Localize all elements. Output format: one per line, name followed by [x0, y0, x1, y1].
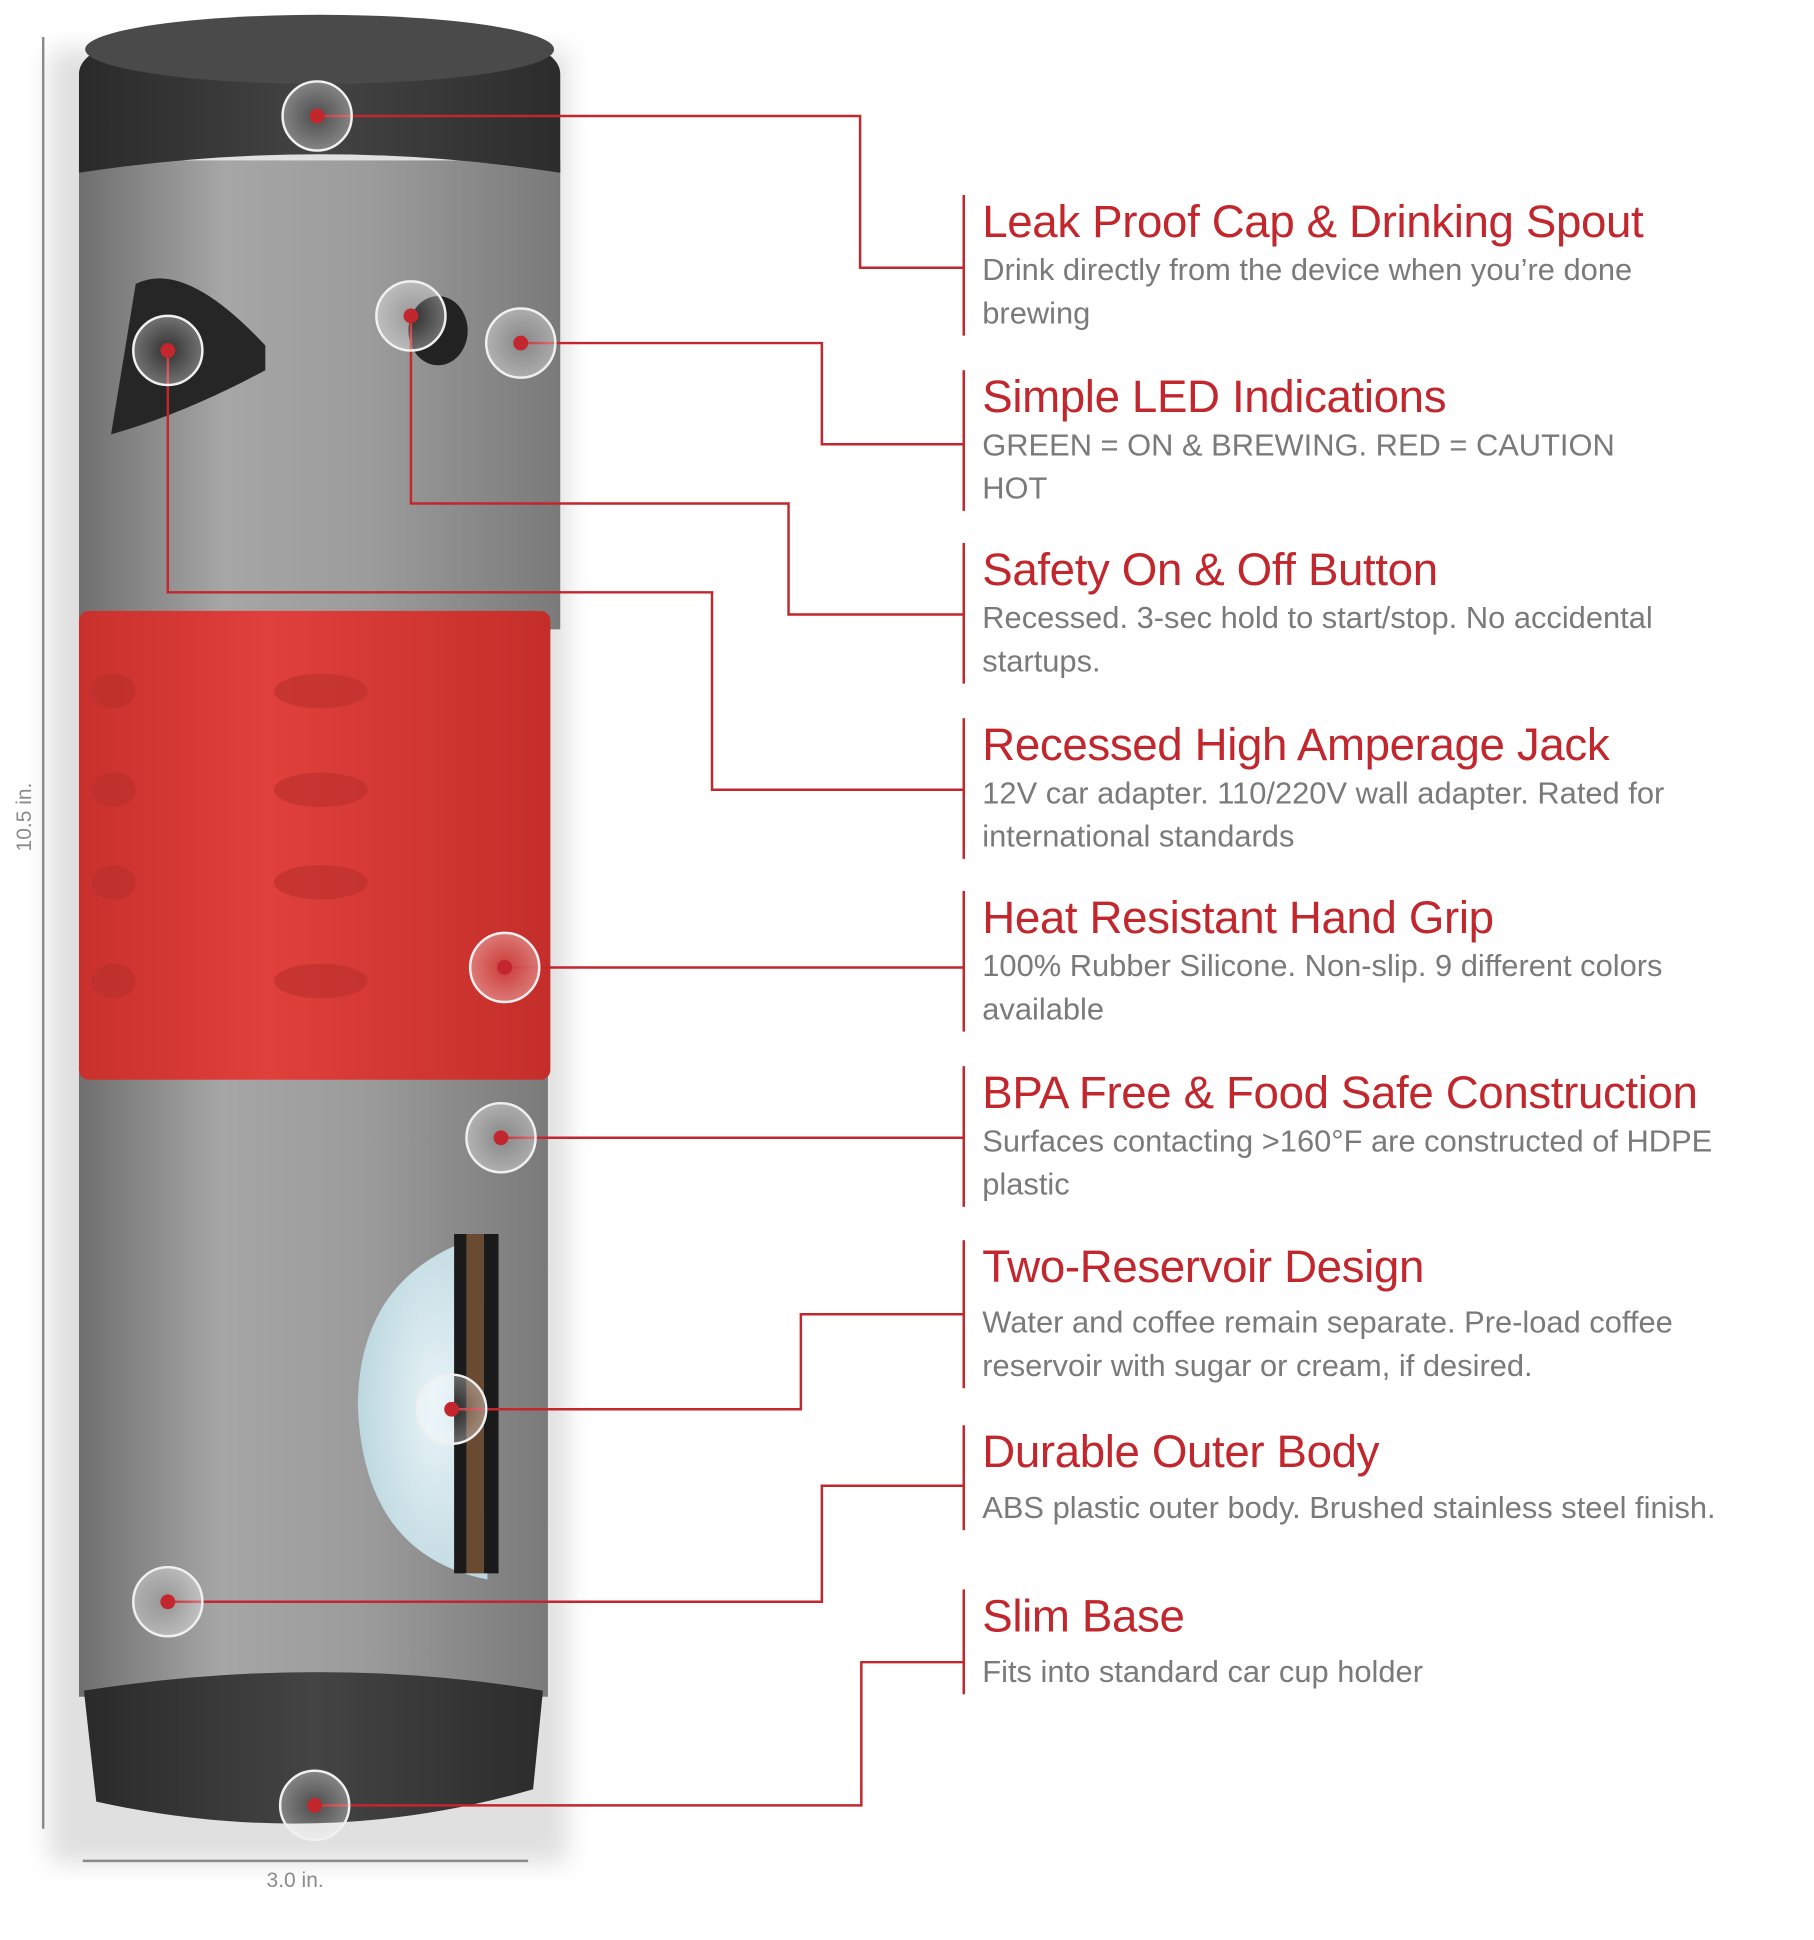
feature-callout: Heat Resistant Hand Grip 100% Rubber Sili…	[962, 890, 1663, 1032]
feature-description: brewing	[982, 296, 1091, 331]
height-label: 10.5 in.	[12, 782, 36, 852]
feature-title: Durable Outer Body	[982, 1426, 1380, 1478]
feature-description: reservoir with sugar or cream, if desire…	[982, 1348, 1533, 1384]
feature-title: Safety On & Off Button	[982, 544, 1438, 595]
feature-description: startups.	[982, 644, 1101, 679]
hotspot-dot	[160, 1594, 176, 1610]
hotspot-dot	[309, 108, 325, 124]
hotspot-dot	[497, 960, 513, 975]
hand-grip	[78, 610, 551, 1080]
feature-description: Water and coffee remain separate. Pre-lo…	[982, 1305, 1673, 1341]
feature-title: Two-Reservoir Design	[982, 1241, 1424, 1292]
feature-title: Slim Base	[982, 1590, 1185, 1642]
feature-description: Surfaces contacting >160°F are construct…	[982, 1124, 1713, 1159]
feature-title: Heat Resistant Hand Grip	[982, 892, 1494, 943]
feature-title: Leak Proof Cap & Drinking Spout	[982, 196, 1644, 247]
hotspot-dot	[160, 343, 176, 358]
feature-title: Recessed High Amperage Jack	[982, 719, 1610, 771]
base	[83, 1672, 543, 1824]
hotspot-dot	[493, 1130, 509, 1146]
feature-description: ABS plastic outer body. Brushed stainles…	[982, 1490, 1716, 1526]
feature-title: Simple LED Indications	[982, 371, 1447, 423]
feature-callout: Recessed High Amperage Jack 12V car adapt…	[962, 718, 1665, 859]
hotspot-dot	[444, 1401, 460, 1417]
feature-description: Drink directly from the device when you’…	[982, 252, 1633, 288]
feature-description: international standards	[982, 819, 1295, 854]
hotspot-dot	[403, 308, 419, 324]
width-label: 3.0 in.	[266, 1868, 324, 1892]
feature-description: available	[982, 992, 1105, 1027]
feature-description: HOT	[982, 471, 1048, 506]
feature-description: GREEN = ON & BREWING. RED = CAUTION	[982, 428, 1615, 463]
hotspot-dot	[513, 335, 529, 351]
feature-description: 100% Rubber Silicone. Non-slip. 9 differ…	[982, 948, 1663, 984]
feature-description: Fits into standard car cup holder	[982, 1654, 1423, 1690]
feature-description: plastic	[982, 1167, 1070, 1202]
hotspot-dot	[307, 1797, 323, 1813]
feature-description: Recessed. 3-sec hold to start/stop. No a…	[982, 600, 1653, 636]
feature-title: BPA Free & Food Safe Construction	[982, 1067, 1698, 1119]
leader-lines	[166, 114, 963, 1807]
feature-description: 12V car adapter. 110/220V wall adapter. …	[982, 776, 1665, 811]
